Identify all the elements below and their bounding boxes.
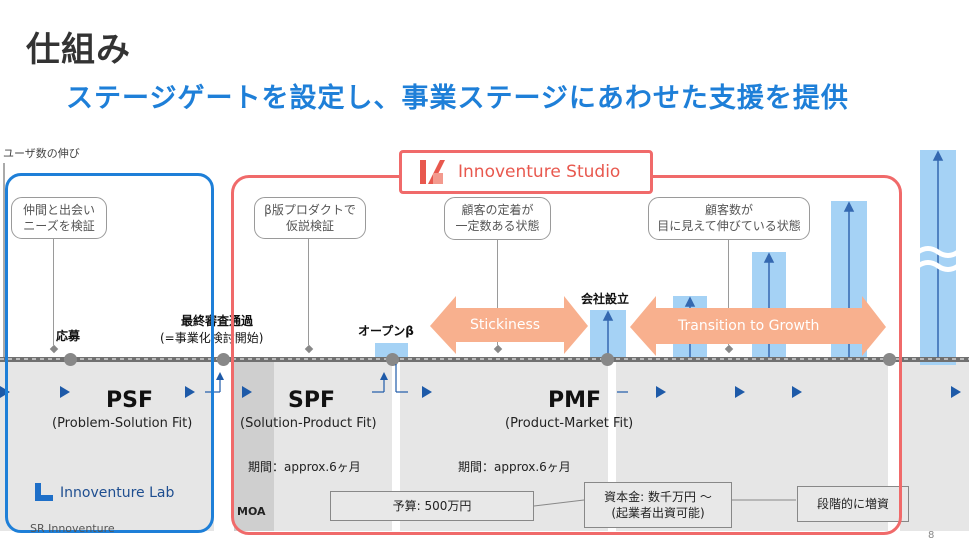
funding-connectors xyxy=(534,499,796,507)
gradual-box: 段階的に増資 xyxy=(797,486,909,522)
stickiness-label: Stickiness xyxy=(470,317,541,333)
timeline-dash xyxy=(0,358,969,360)
milestone-dot xyxy=(217,353,230,366)
stage-spf-title: SPF xyxy=(288,388,335,413)
page-title: 仕組み xyxy=(26,30,131,70)
budget-box: 予算: 500万円 xyxy=(330,491,534,521)
lab-logo-icon xyxy=(35,483,53,501)
stage-spf-sub: (Solution-Product Fit) xyxy=(240,416,377,431)
studio-label: Innoventure Studio xyxy=(458,162,621,182)
stage-pmf-sub: (Product-Market Fit) xyxy=(505,416,634,431)
transition-label: Transition to Growth xyxy=(678,318,820,334)
milestone-dot xyxy=(601,353,614,366)
milestone-dot xyxy=(883,353,896,366)
stage-psf-sub: (Problem-Solution Fit) xyxy=(52,416,193,431)
callout-psf: 仲間と出会い ニーズを検証 xyxy=(11,197,107,239)
milestone-apply: 応募 xyxy=(56,329,81,343)
sr-innoventure-label: SR Innoventure xyxy=(30,522,115,535)
y-axis-label: ユーザ数の伸び xyxy=(3,147,80,160)
callout-line xyxy=(53,237,54,345)
callout-pmf: 顧客の定着が 一定数ある状態 xyxy=(444,197,551,240)
studio-label-box xyxy=(399,150,653,194)
callout-line xyxy=(308,239,309,345)
studio-logo-icon xyxy=(420,160,445,184)
milestone-dot xyxy=(64,353,77,366)
moa-column xyxy=(234,361,274,531)
transition-arrow xyxy=(630,296,886,356)
period-spf: 期間：approx.6ヶ月 xyxy=(248,460,361,474)
callout-spf: β版プロダクトで 仮説検証 xyxy=(254,197,366,239)
band-gap xyxy=(392,361,400,531)
band-gap xyxy=(214,361,234,531)
milestone-open-beta: オープンβ xyxy=(358,324,414,338)
milestone-final-review: 最終審査通過 xyxy=(181,314,254,328)
band-gap xyxy=(608,361,616,531)
milestone-dot xyxy=(386,353,399,366)
period-pmf: 期間：approx.6ヶ月 xyxy=(458,460,571,474)
page-number: 8 xyxy=(928,530,935,541)
stage-psf-title: PSF xyxy=(106,388,153,413)
timeline-axis xyxy=(0,357,969,362)
lab-label: Innoventure Lab xyxy=(60,485,175,501)
growth-bar xyxy=(375,343,408,360)
callout-line xyxy=(497,240,498,345)
page-subtitle: ステージゲートを設定し、事業ステージにあわせた支援を提供 xyxy=(66,83,849,114)
innoventure-studio-frame xyxy=(231,175,902,535)
capital-box: 資本金: 数千万円 ～ (起業者出資可能) xyxy=(584,482,732,528)
moa-label: MOA xyxy=(237,505,266,518)
stage-pmf-title: PMF xyxy=(548,388,602,413)
stickiness-arrow xyxy=(430,296,588,354)
milestone-incorporation: 会社設立 xyxy=(581,292,630,306)
callout-growth: 顧客数が 目に見えて伸びている状態 xyxy=(648,197,810,240)
innoventure-lab-frame xyxy=(5,173,214,533)
callout-line xyxy=(728,240,729,345)
y-axis-line xyxy=(3,163,5,363)
